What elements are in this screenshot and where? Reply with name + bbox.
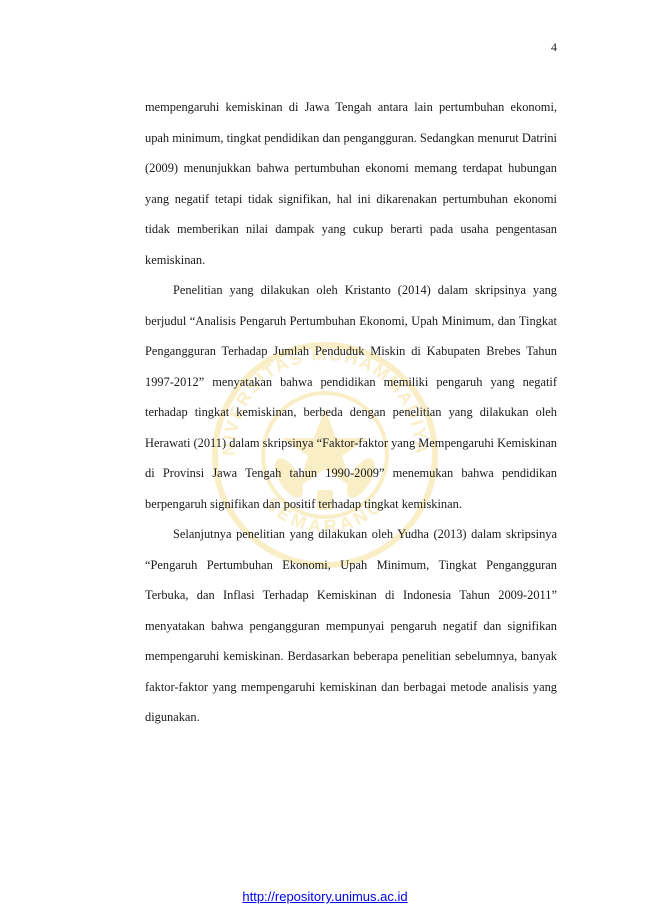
paragraph-3: Selanjutnya penelitian yang dilakukan ol… (145, 527, 557, 724)
university-seal-watermark: UNIVERSITAS MUHAMMADIYAH SEMARANG (205, 330, 438, 568)
paragraph-1: mempengaruhi kemiskinan di Jawa Tengah a… (145, 100, 557, 267)
body-text: mempengaruhi kemiskinan di Jawa Tengah a… (145, 92, 557, 733)
repository-link[interactable]: http://repository.unimus.ac.id (242, 889, 408, 904)
paragraph-2: Penelitian yang dilakukan oleh Kristanto… (145, 283, 557, 511)
seal-emblem (275, 408, 375, 510)
footer: http://repository.unimus.ac.id (0, 889, 650, 904)
page-number: 4 (551, 40, 557, 54)
